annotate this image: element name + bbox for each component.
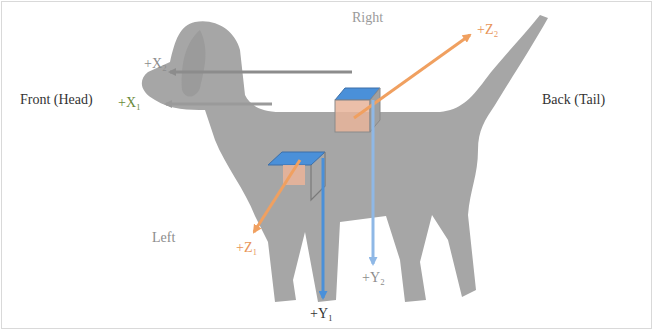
dog-ear: [182, 30, 206, 97]
dog-silhouette: [142, 15, 548, 302]
sensor-1: [268, 152, 325, 200]
z2-axis-arrow: [354, 35, 470, 118]
axis-label: +Z₁: [236, 240, 257, 256]
axis-label: +Y₁: [310, 306, 333, 322]
x2-axis-arrow: [170, 71, 352, 74]
direction-label: Back (Tail): [542, 92, 605, 108]
direction-label: Left: [152, 230, 175, 246]
z1-axis-arrow: [254, 160, 300, 232]
axis-label: +X₁: [118, 95, 141, 111]
axis-label: +Z₂: [477, 22, 498, 38]
y1-axis-arrow: [322, 158, 325, 298]
axis-label: +Y₂: [362, 270, 385, 286]
y2-axis-arrow: [372, 100, 375, 264]
x1-axis-arrow: [166, 103, 272, 106]
axis-label: +X₂: [144, 56, 167, 72]
direction-label: Front (Head): [20, 92, 93, 108]
direction-label: Right: [352, 10, 383, 26]
